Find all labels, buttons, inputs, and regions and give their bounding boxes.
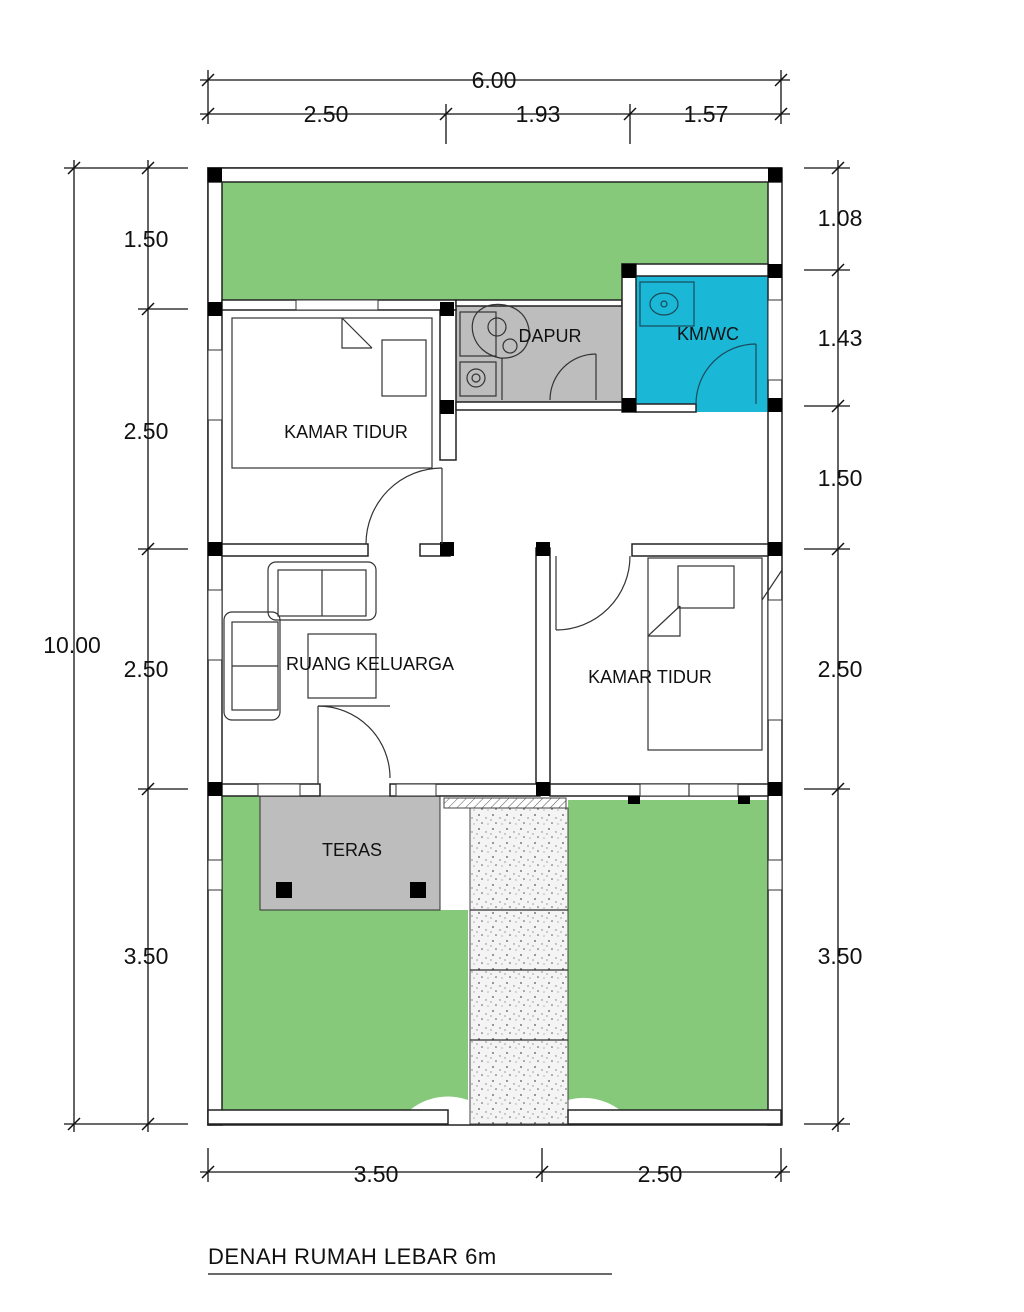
bathroom-fixtures <box>639 281 757 405</box>
plan-title: DENAH RUMAH LEBAR 6m <box>208 1244 497 1269</box>
door-kamar-tidur-1 <box>365 467 443 545</box>
dim-right-segments: 1.08 1.43 1.50 2.50 3.50 <box>804 160 862 1132</box>
wall-kamar2-left <box>535 547 551 789</box>
bathroom-floor <box>636 276 768 412</box>
kitchen-appliances <box>459 303 597 401</box>
door-kamar-tidur-2 <box>555 555 631 631</box>
step-hatch <box>443 797 567 809</box>
wall-bath-top <box>621 263 769 277</box>
dim-top-total-label: 6.00 <box>472 67 517 93</box>
bed-kamar-tidur-1 <box>231 317 433 469</box>
wall-kamar2-top <box>631 543 769 557</box>
dim-left-seg-3: 2.50 <box>124 656 169 682</box>
wall-top <box>207 167 782 183</box>
label-teras: TERAS <box>322 840 382 860</box>
wall-bath-left <box>621 263 637 413</box>
dim-left-total-label: 10.00 <box>43 632 101 658</box>
wall-bottom-left <box>207 1109 449 1125</box>
dim-right-seg-4: 2.50 <box>818 656 863 682</box>
dim-top-segments: 2.50 1.93 1.57 <box>200 101 790 144</box>
gravel-path <box>469 807 569 1125</box>
dim-left-total: 10.00 <box>43 160 188 1132</box>
dim-top-seg-3: 1.57 <box>684 101 729 127</box>
dim-top-total: 6.00 <box>200 67 790 124</box>
kitchen-floor <box>456 304 622 402</box>
label-ruang-keluarga: RUANG KELUARGA <box>286 654 454 674</box>
label-dapur: DAPUR <box>518 326 581 346</box>
dim-right-seg-2: 1.43 <box>818 325 863 351</box>
wall-bottom-right <box>567 1109 782 1125</box>
dim-right-seg-1: 1.08 <box>818 205 863 231</box>
label-kamar-tidur-2: KAMAR TIDUR <box>588 667 712 687</box>
label-kamar-tidur-1: KAMAR TIDUR <box>284 422 408 442</box>
dim-top-seg-2: 1.93 <box>516 101 561 127</box>
wall-kamar1-bottom <box>221 543 369 557</box>
dim-left-segments: 1.50 2.50 2.50 3.50 <box>124 160 188 1132</box>
dim-left-seg-2: 2.50 <box>124 418 169 444</box>
garden-bottom-right <box>568 800 768 1110</box>
bed-kamar-tidur-2 <box>647 557 783 751</box>
garden-bottom-left <box>222 796 468 1110</box>
dim-left-seg-1: 1.50 <box>124 226 169 252</box>
dim-bottom-seg-2: 2.50 <box>638 1161 683 1187</box>
main-door <box>317 705 391 784</box>
dim-left-seg-4: 3.50 <box>124 943 169 969</box>
label-km-wc: KM/WC <box>677 324 739 344</box>
structural-columns <box>208 168 782 898</box>
dim-right-seg-5: 3.50 <box>818 943 863 969</box>
dim-top-seg-1: 2.50 <box>304 101 349 127</box>
wall-kamar-kitchen <box>439 309 457 461</box>
dim-right-seg-3: 1.50 <box>818 465 863 491</box>
dim-bottom-segments: 3.50 2.50 <box>200 1148 790 1187</box>
dim-bottom-seg-1: 3.50 <box>354 1161 399 1187</box>
sofa-set <box>223 561 377 721</box>
